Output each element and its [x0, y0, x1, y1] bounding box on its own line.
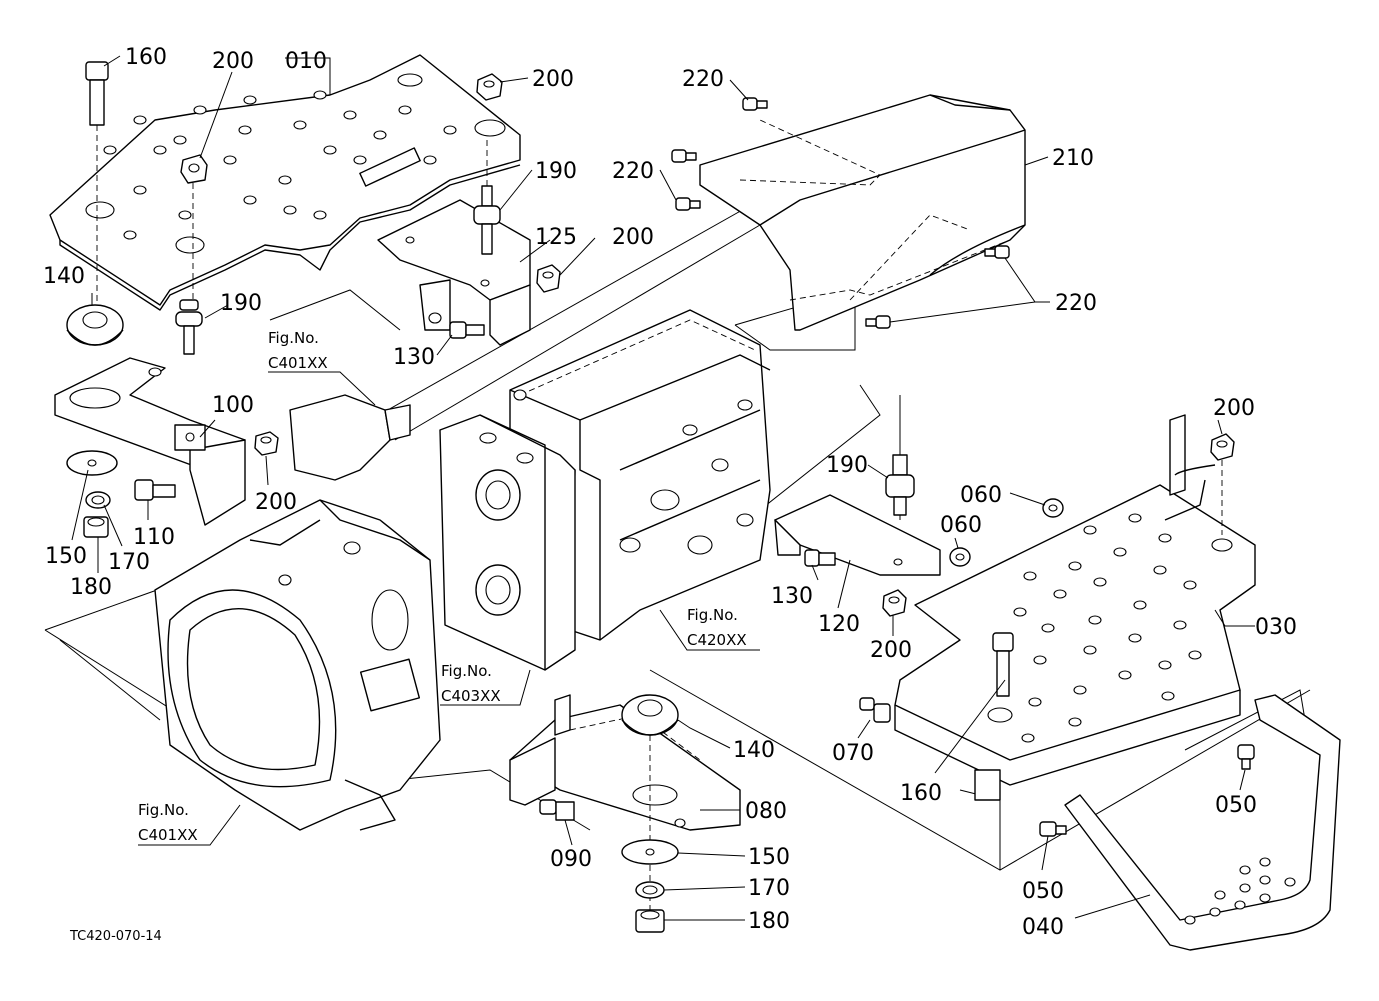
bolt-160-right [992, 632, 1014, 697]
callout-180-lower: 180 [748, 909, 790, 934]
nut-200-mid [536, 264, 561, 293]
callout-125: 125 [535, 225, 577, 250]
callout-200-left: 200 [255, 490, 297, 515]
bolts-050 [1039, 744, 1255, 837]
bolt-070 [859, 697, 891, 723]
callout-060-upper: 060 [960, 483, 1002, 508]
stud-190-upper [473, 140, 501, 255]
callout-190-right: 190 [826, 453, 868, 478]
plate-030-holes [993, 513, 1202, 743]
callout-200-top: 200 [532, 67, 574, 92]
bracket-100 [54, 357, 246, 526]
stud-190-left [175, 299, 203, 355]
step-040 [1064, 694, 1341, 951]
callout-140-left: 140 [43, 264, 85, 289]
callout-100: 100 [212, 393, 254, 418]
callout-170-lower: 170 [748, 876, 790, 901]
callout-220-mid: 220 [612, 159, 654, 184]
callout-110: 110 [133, 525, 175, 550]
callout-200-right: 200 [1213, 396, 1255, 421]
washer-150-lower [621, 839, 679, 865]
plate-030 [894, 414, 1256, 801]
fig-ref-number: C403XX [441, 687, 501, 705]
nut-200-lower-right [882, 589, 907, 617]
bolt-130-lower [804, 549, 836, 567]
callout-090: 090 [550, 847, 592, 872]
callout-220-right: 220 [1055, 291, 1097, 316]
callout-220-top: 220 [682, 67, 724, 92]
fig-ref-c401-bottom: Fig.No. C401XX [138, 801, 198, 844]
fig-ref-c403: Fig.No. C403XX [441, 662, 501, 705]
bolt-160 [85, 61, 109, 310]
bracket-120 [774, 494, 941, 576]
stud-190-right [885, 454, 915, 516]
plate-010 [49, 54, 521, 311]
front-housing [154, 499, 441, 831]
middle-plate [439, 414, 576, 671]
cover-210 [699, 94, 1026, 331]
callout-labels: 160 200 010 200 220 210 190 220 125 200 … [43, 45, 1297, 940]
grommet-060 [949, 498, 1064, 567]
callout-080: 080 [745, 799, 787, 824]
callout-190-upper: 190 [535, 159, 577, 184]
callout-160-top: 160 [125, 45, 167, 70]
plate-010-holes [103, 90, 457, 240]
callout-150-left: 150 [45, 544, 87, 569]
callout-160-right: 160 [900, 781, 942, 806]
fig-ref-label: Fig.No. [687, 606, 738, 624]
nut-180-left [83, 516, 109, 538]
fig-ref-number: C401XX [138, 826, 198, 844]
nut-180-lower [635, 909, 665, 933]
bolt-090 [539, 799, 575, 821]
nut-200-right [1210, 433, 1235, 535]
step-040-holes [1184, 857, 1296, 925]
callout-200-mid: 200 [612, 225, 654, 250]
fig-ref-number: C401XX [268, 354, 328, 372]
callout-010: 010 [285, 49, 327, 74]
callout-200-plate: 200 [212, 49, 254, 74]
fig-ref-c420: Fig.No. C420XX [687, 606, 747, 649]
callout-150-lower: 150 [748, 845, 790, 870]
callout-120: 120 [818, 612, 860, 637]
diagram-code: TC420-070-14 [69, 929, 162, 944]
bolt-130-upper [449, 321, 485, 339]
callout-180-left: 180 [70, 575, 112, 600]
nut-200-plate [180, 154, 208, 300]
callout-200-lower: 200 [870, 638, 912, 663]
fig-ref-label: Fig.No. [268, 329, 319, 347]
lockwasher-170-lower [635, 881, 665, 899]
callout-030: 030 [1255, 615, 1297, 640]
bracket-125 [377, 199, 531, 346]
callout-140-lower: 140 [733, 738, 775, 763]
callout-130-upper: 130 [393, 345, 435, 370]
callout-170-left: 170 [108, 550, 150, 575]
lockwasher-170-left [85, 491, 111, 509]
nut-200-upper [476, 73, 503, 101]
callout-040: 040 [1022, 915, 1064, 940]
mount-140-lower [621, 694, 679, 935]
callout-070: 070 [832, 741, 874, 766]
callout-060-lower: 060 [940, 513, 982, 538]
fig-ref-label: Fig.No. [441, 662, 492, 680]
bracket-fig-c401 [289, 394, 411, 481]
callout-050-right: 050 [1215, 793, 1257, 818]
fig-ref-number: C420XX [687, 631, 747, 649]
callout-210: 210 [1052, 146, 1094, 171]
washer-150-left [66, 450, 118, 476]
bolt-110 [134, 479, 176, 501]
nut-200-left [254, 431, 279, 456]
leader-lines [71, 55, 1255, 921]
callout-130-lower: 130 [771, 584, 813, 609]
callout-050-left: 050 [1022, 879, 1064, 904]
screws-220 [671, 97, 1010, 329]
fig-ref-c401-top: Fig.No. C401XX [268, 329, 328, 372]
callout-190-left: 190 [220, 291, 262, 316]
mount-140-left [66, 304, 124, 346]
fig-ref-label: Fig.No. [138, 801, 189, 819]
